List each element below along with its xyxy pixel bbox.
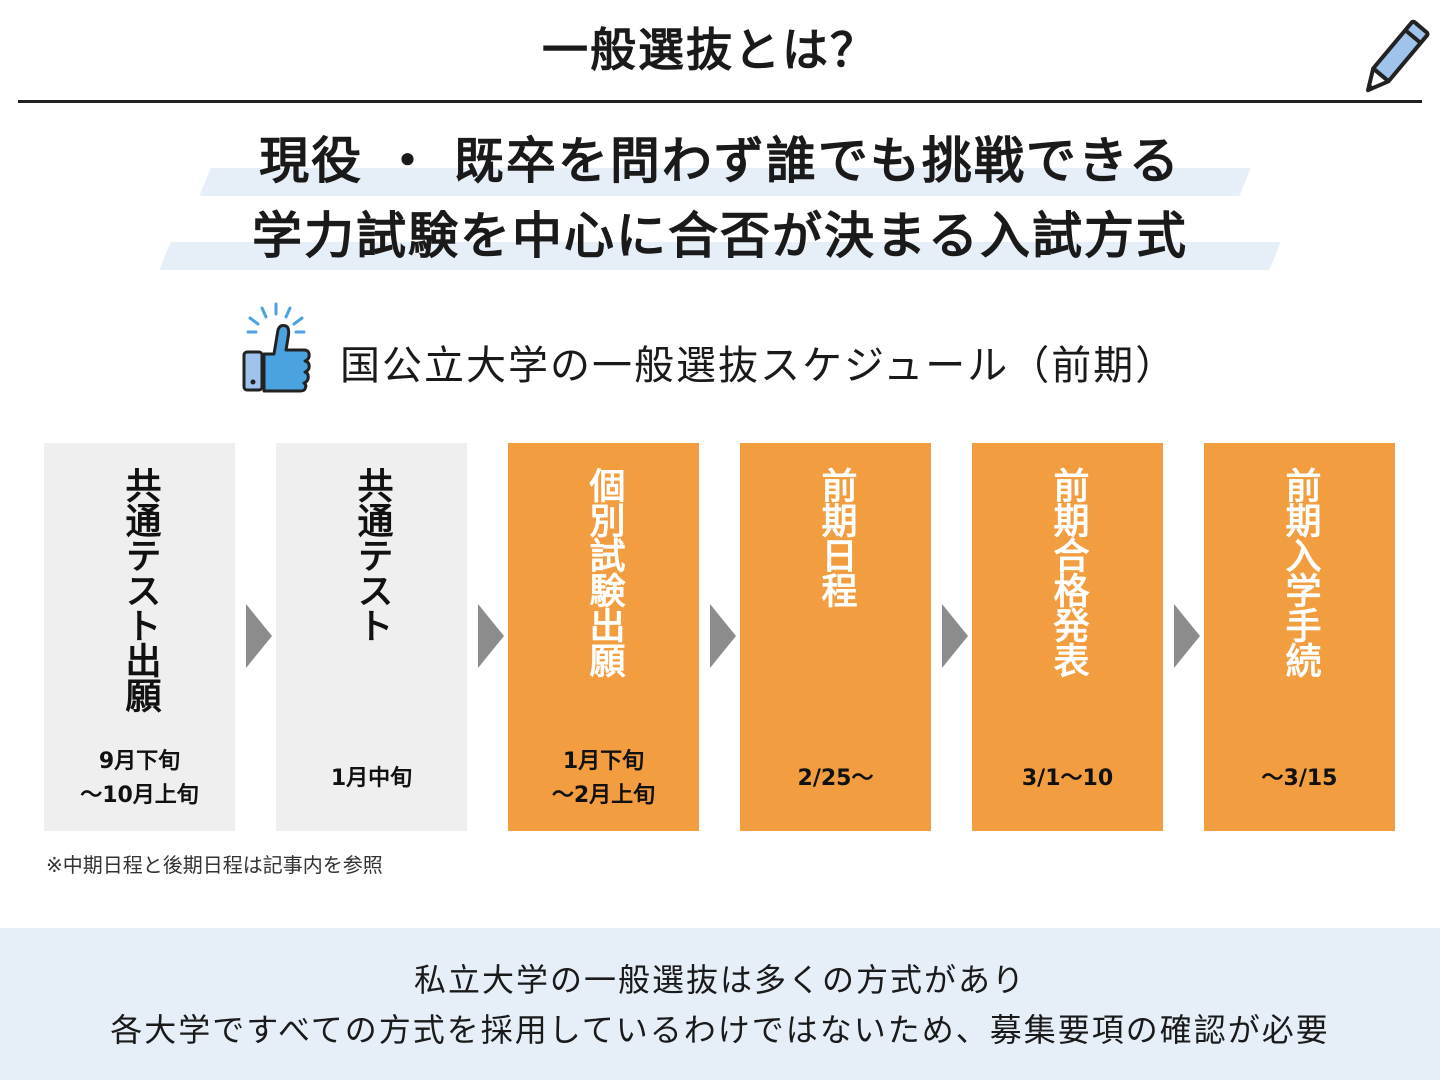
step-first-term-exam: 前期日程 2/25〜 (740, 443, 931, 831)
step-common-test-application: 共通テスト出願 9月下旬 〜10月上旬 (44, 443, 235, 831)
step-first-term-enrollment: 前期入学手続 〜3/15 (1204, 443, 1395, 831)
chevron-right-icon (942, 604, 968, 668)
footer-line-2: 各大学ですべての方式を採用しているわけではないため、募集要項の確認が必要 (110, 1011, 1330, 1049)
step-date: 9月下旬 〜10月上旬 (80, 749, 199, 808)
title-divider (18, 100, 1422, 103)
step-date: 〜3/15 (1261, 766, 1338, 791)
footer-band (0, 928, 1440, 1080)
headline-line-2: 学力試験を中心に合否が決まる入試方式 (252, 207, 1188, 265)
step-common-test: 共通テスト 1月中旬 (276, 443, 467, 831)
step-date: 1月中旬 (330, 766, 413, 791)
chevron-right-icon (246, 604, 272, 668)
step-first-term-results: 前期合格発表 3/1〜10 (972, 443, 1163, 831)
step-label: 前期日程 (815, 467, 857, 607)
step-label: 共通テスト (351, 467, 393, 642)
pencil-icon (1366, 19, 1430, 93)
chevron-right-icon (710, 604, 736, 668)
chevron-right-icon (478, 604, 504, 668)
schedule-heading: 国公立大学の一般選抜スケジュール（前期） (340, 343, 1178, 389)
footer-line-1: 私立大学の一般選抜は多くの方式があり (413, 961, 1026, 999)
page-title: 一般選抜とは？ (542, 23, 878, 77)
step-date: 2/25〜 (797, 766, 874, 791)
step-label: 個別試験出願 (583, 467, 625, 677)
step-individual-exam-application: 個別試験出願 1月下旬 〜2月上旬 (508, 443, 699, 831)
headline-line-1: 現役 ・ 既卒を問わず誰でも挑戦できる (259, 132, 1181, 190)
step-label: 共通テスト出願 (119, 467, 161, 712)
step-label: 前期入学手続 (1279, 467, 1321, 677)
step-label: 前期合格発表 (1047, 467, 1089, 677)
thumbs-up-icon (242, 302, 311, 393)
chevron-right-icon (1174, 604, 1200, 668)
step-date: 1月下旬 〜2月上旬 (551, 749, 656, 808)
schedule-note: ※中期日程と後期日程は記事内を参照 (46, 853, 383, 877)
step-date: 3/1〜10 (1021, 766, 1114, 791)
